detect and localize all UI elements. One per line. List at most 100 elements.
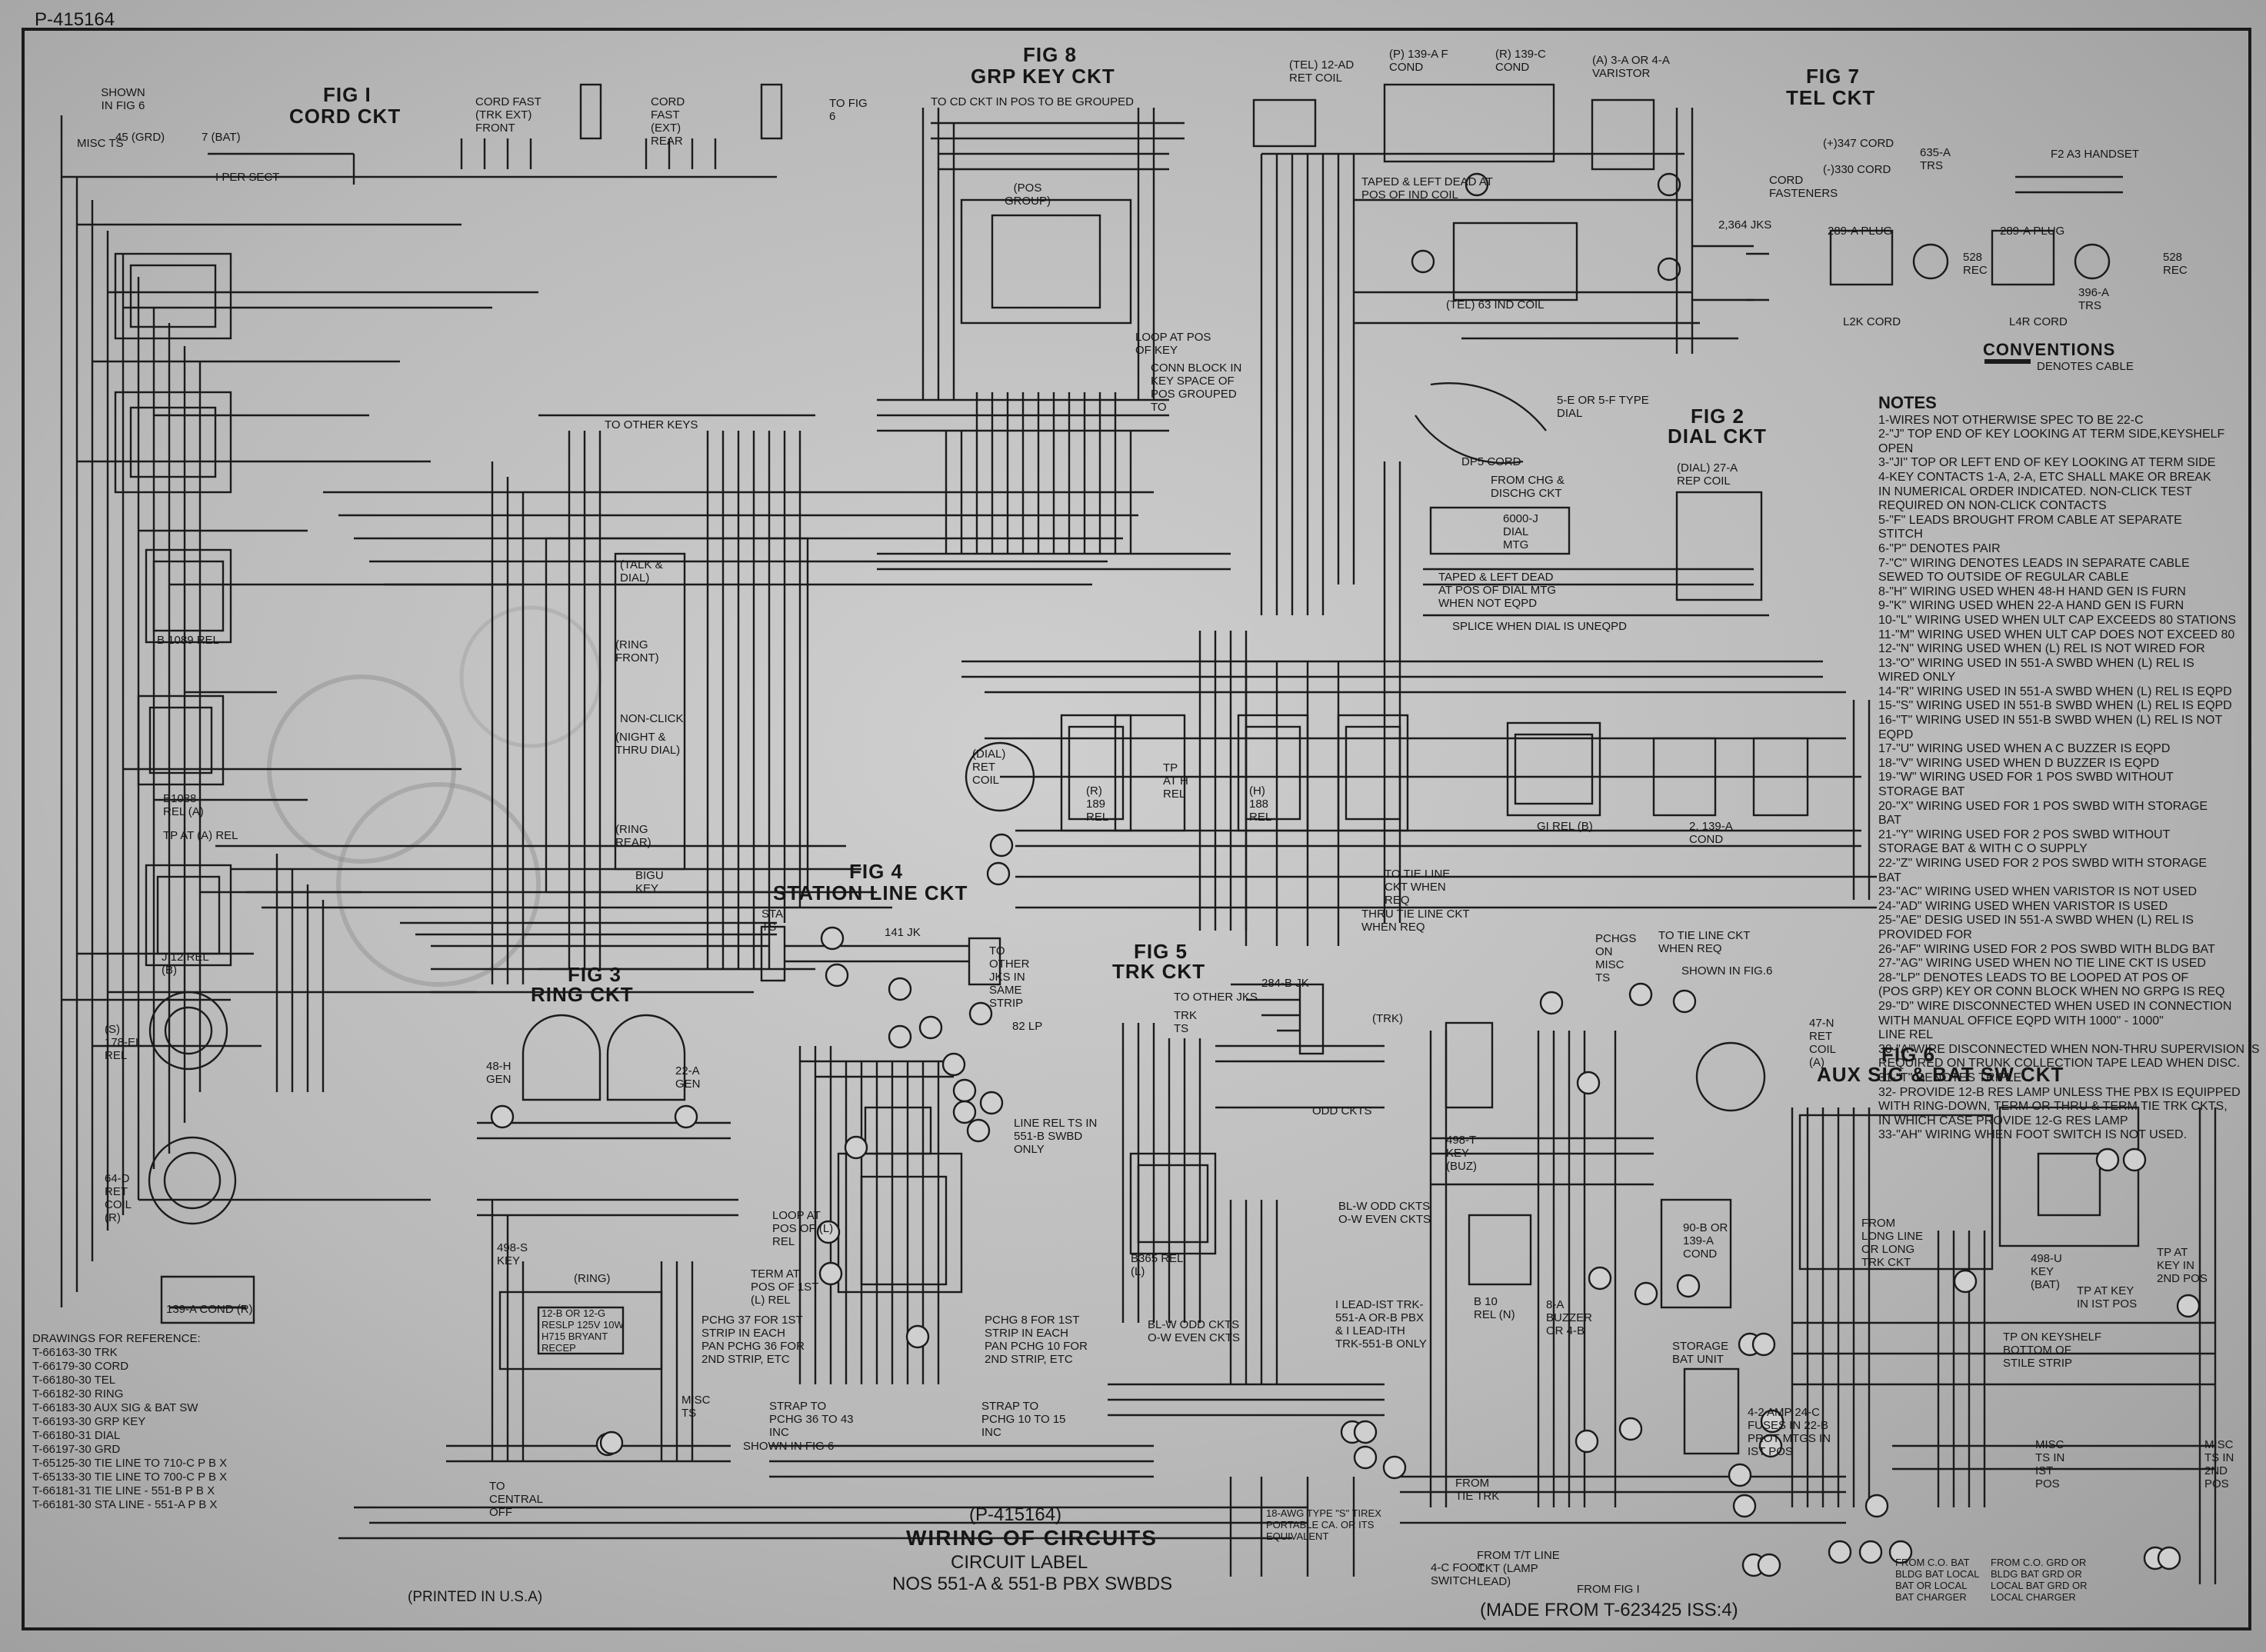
label-c330: (-)330 CORD — [1823, 163, 1891, 176]
fig3-title: RING CKT — [531, 983, 634, 1006]
note-line: 15-"S" WIRING USED IN 551-B SWBD WHEN (L… — [1878, 699, 2232, 713]
label-conn-block: CONN BLOCK IN KEY SPACE OF POS GROUPED T… — [1151, 361, 1242, 414]
notes-heading: NOTES — [1878, 393, 1937, 412]
label-taped-dial: TAPED & LEFT DEAD AT POS OF DIAL MTG WHE… — [1438, 571, 1557, 610]
note-line: PROVIDED FOR — [1878, 928, 1972, 941]
label-rec528: 528 REC — [1963, 251, 1988, 277]
conventions-heading: CONVENTIONS — [1983, 340, 2116, 359]
label-plug289a-2: 289-A PLUG — [2000, 225, 2065, 238]
label-rep-coil: (DIAL) 27-A REP COIL — [1677, 461, 1738, 488]
label-handset: F2 A3 HANDSET — [2051, 148, 2140, 161]
label-term-at-pos: TERM AT POS OF 1ST (L) REL — [751, 1267, 819, 1307]
note-line: 2-"J" TOP END OF KEY LOOKING AT TERM SID… — [1878, 428, 2225, 441]
note-line: 16-"T" WIRING USED IN 551-B SWBD WHEN (L… — [1878, 714, 2223, 728]
label-grd45: 45 (GRD) — [115, 131, 165, 144]
label-from-fig1: FROM FIG I — [1577, 1583, 1640, 1596]
reference-line: T-66180-31 DIAL — [32, 1429, 121, 1442]
label-key498t: 498-T KEY (BUZ) — [1446, 1134, 1477, 1173]
reference-line: T-66197-30 GRD — [32, 1443, 121, 1456]
label-night-thru: (NIGHT & THRU DIAL) — [615, 731, 681, 757]
label-ret-coil47: 47-N RET COIL (A) — [1809, 1017, 1836, 1069]
note-line: 31-"T" DENOTES TRIPLE — [1878, 1071, 2022, 1084]
note-line: 28-"LP" DENOTES LEADS TO BE LOOPED AT PO… — [1878, 971, 2189, 984]
label-tp-at-key: TP AT KEY IN IST POS — [2077, 1284, 2138, 1311]
label-l2k: L2K CORD — [1843, 315, 1901, 328]
note-line: 30-"A"WIRE DISCONNECTED WHEN NON-THRU SU… — [1878, 1042, 2260, 1056]
note-line: OPEN — [1878, 441, 1914, 455]
note-line: 6-"P" DENOTES PAIR — [1878, 541, 2001, 555]
label-bigu-key: BIGU KEY — [635, 869, 664, 895]
label-p-cond: (P) 139-A F COND — [1389, 48, 1448, 74]
label-strap15: STRAP TO PCHG 10 TO 15 INC — [981, 1400, 1066, 1439]
note-line: LINE REL — [1878, 1028, 1934, 1042]
note-line: STORAGE BAT & WITH C O SUPPLY — [1878, 842, 2088, 856]
label-tp-at-2nd: TP AT KEY IN 2ND POS — [2157, 1246, 2208, 1285]
label-b1088: B1088 REL (A) — [163, 792, 204, 818]
made-from: (MADE FROM T-623425 ISS:4) — [1480, 1600, 1738, 1620]
label-dial-ret: (DIAL) RET COIL — [972, 748, 1006, 787]
label-r-cond: (R) 139-C COND — [1495, 48, 1546, 74]
label-gen22a: 22-A GEN — [675, 1064, 701, 1091]
label-to-central: TO CENTRAL OFF — [489, 1480, 543, 1519]
label-l4r: L4R CORD — [2009, 315, 2068, 328]
note-line: 13-"O" WIRING USED IN 551-A SWBD WHEN (L… — [1878, 656, 2194, 670]
fig4-number: FIG 4 — [849, 860, 904, 883]
note-line: IN WHICH CASE PROVIDE 12-G RES LAMP — [1878, 1114, 2128, 1127]
label-bl-even: BL-W ODD CKTS O-W EVEN CKTS — [1148, 1318, 1241, 1344]
note-line: (POS GRP) KEY OR CONN BLOCK WHEN NO GRPG… — [1878, 985, 2225, 999]
label-c347: (+)347 CORD — [1823, 137, 1894, 150]
label-tp-on: TP ON KEYSHELF BOTTOM OF STILE STRIP — [2003, 1331, 2102, 1370]
fig4-title: STATION LINE CKT — [773, 881, 968, 904]
title-line1: WIRING OF CIRCUITS — [906, 1526, 1158, 1550]
label-from-chg: FROM CHG & DISCHG CKT — [1491, 474, 1565, 500]
label-h189: (H) 188 REL — [1249, 784, 1272, 824]
label-b365: B365 REL (L) — [1131, 1252, 1183, 1278]
note-line: 26-"AF" WIRING USED FOR 2 POS SWBD WITH … — [1878, 942, 2215, 956]
reference-line: T-66181-31 TIE LINE - 551-B P B X — [32, 1484, 215, 1497]
label-key498u: 498-U KEY (BAT) — [2031, 1252, 2062, 1291]
label-line-rel: LINE REL TS IN 551-B SWBD ONLY — [1014, 1117, 1098, 1156]
label-key498s: 498-S KEY — [497, 1241, 528, 1267]
label-bl-odd: BL-W ODD CKTS O-W EVEN CKTS — [1338, 1200, 1431, 1226]
note-line: 11-"M" WIRING USED WHEN ULT CAP DOES NOT… — [1878, 628, 2235, 641]
label-ring: (RING) — [574, 1272, 611, 1285]
label-to-other-keys: TO OTHER KEYS — [605, 418, 698, 431]
label-to-tie-2: TO TIE LINE CKT WHEN REQ — [1658, 929, 1751, 955]
note-line: 12-"N" WIRING USED WHEN (L) REL IS NOT W… — [1878, 642, 2205, 656]
note-line: 22-"Z" WIRING USED FOR 2 POS SWBD WITH S… — [1878, 857, 2208, 870]
label-shown-fig6: SHOWN IN FIG 6 — [101, 86, 145, 112]
fig3-number: FIG 3 — [568, 963, 622, 986]
label-b1089: B 1089 REL — [157, 634, 219, 647]
label-to-cd-ckt: TO CD CKT IN POS TO BE GROUPED — [931, 95, 1134, 108]
label-tel-ret-coil: (TEL) 12-AD RET COIL — [1289, 58, 1355, 85]
fig5-title: TRK CKT — [1112, 960, 1206, 983]
fig2-number: FIG 2 — [1691, 405, 1745, 428]
label-trs635: 635-A TRS — [1920, 146, 1951, 172]
reference-line: T-65133-30 TIE LINE TO 700-C P B X — [32, 1470, 228, 1484]
label-ret64d: 64-D RET COIL (R) — [105, 1172, 132, 1224]
note-line: 20-"X" WIRING USED FOR 1 POS SWBD WITH S… — [1878, 799, 2208, 813]
label-strap43: STRAP TO PCHG 36 TO 43 INC — [769, 1400, 854, 1439]
label-lead-ist: I LEAD-IST TRK-551-A OR-B PBX & I LEAD-I… — [1335, 1298, 1427, 1351]
label-to-other-jks2: TO OTHER JKS — [1174, 991, 1258, 1004]
label-loop-pos-l: LOOP AT POS OF (L) REL — [772, 1209, 834, 1248]
label-pchg37: PCHG 37 FOR 1ST STRIP IN EACH PAN PCHG 3… — [701, 1314, 805, 1366]
label-tp-at-a: TP AT (A) REL — [163, 829, 238, 842]
fig1-number: FIG I — [323, 83, 372, 106]
label-gi-rel: GI REL (B) — [1537, 820, 1593, 833]
note-line: 1-WIRES NOT OTHERWISE SPEC TO BE 22-C — [1878, 413, 2144, 427]
label-s178: (S) 178-EL REL — [105, 1023, 142, 1062]
fig7-number: FIG 7 — [1806, 65, 1861, 88]
label-trk-ts: TRK TS — [1174, 1009, 1197, 1035]
label-storage-bat: STORAGE BAT UNIT — [1672, 1340, 1729, 1366]
label-cord-fasteners: CORD FASTENERS — [1769, 174, 1838, 200]
fig1-title: CORD CKT — [289, 105, 402, 128]
label-sta-ts: STA TS — [761, 908, 783, 934]
note-line: 4-KEY CONTACTS 1-A, 2-A, ETC SHALL MAKE … — [1878, 470, 2211, 484]
label-ind-coil: (TEL) 63 IND COIL — [1446, 298, 1545, 311]
note-line: SEWED TO OUTSIDE OF REGULAR CABLE — [1878, 571, 2129, 585]
label-cond90b: 90-B OR 139-A COND — [1683, 1221, 1728, 1261]
label-lamp-eq: 18-AWG TYPE "S" TIREX PORTABLE CA. OR IT… — [1266, 1507, 1381, 1542]
note-line: REQUIRED ON NON-CLICK CONTACTS — [1878, 499, 2107, 513]
